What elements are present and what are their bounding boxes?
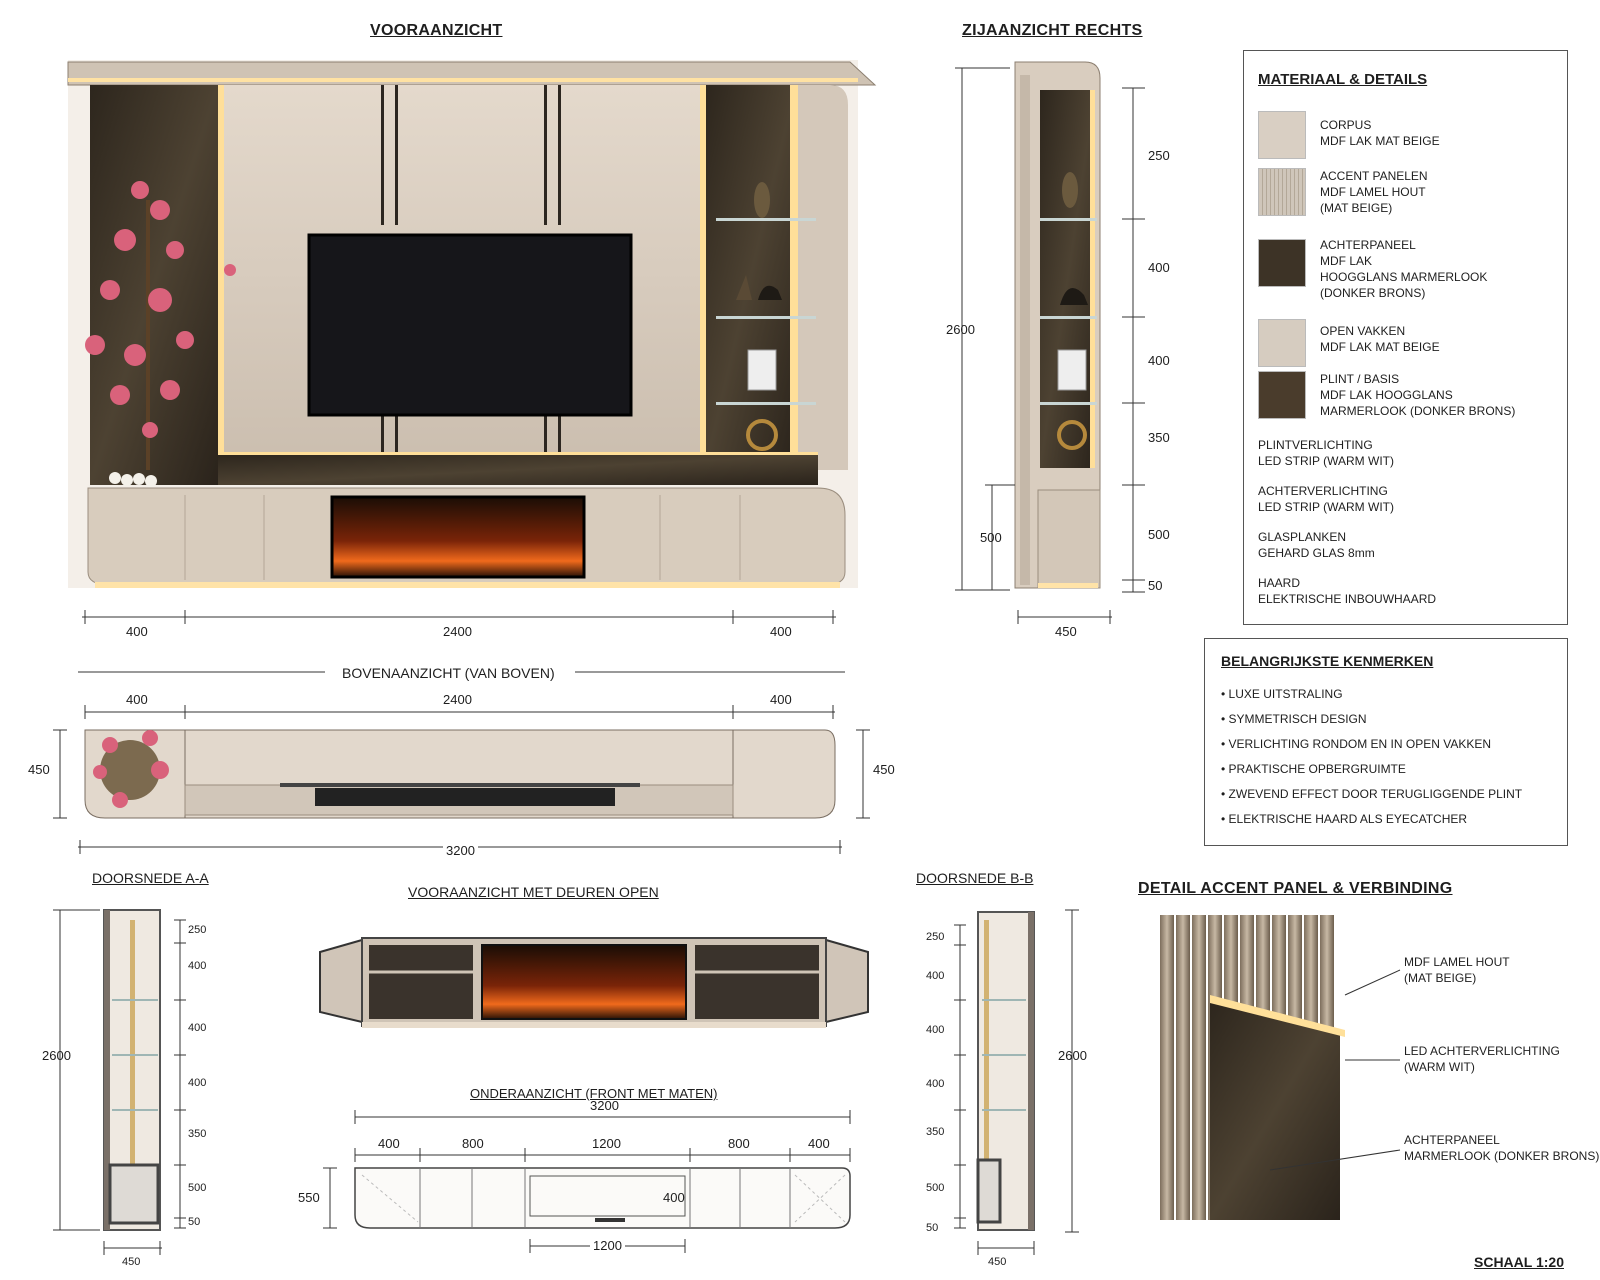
doors-open-title: VOORAANZICHT MET DEUREN OPEN [408,884,659,900]
side-dim-height: 2600 [946,322,975,337]
section-a-seg: 350 [188,1128,207,1140]
side-dim-depth: 450 [1055,624,1077,639]
top-dim-right: 400 [770,692,792,707]
top-dim-left: 400 [126,692,148,707]
fireplace [330,495,586,579]
top-view-title: BOVENAANZICHT (VAN BOVEN) [338,665,559,681]
side-dim-seg: 250 [1148,148,1170,163]
bottom-dim-inner: 400 [663,1190,685,1205]
top-dim-center: 2400 [443,692,472,707]
front-view-drawing [67,60,877,588]
section-a-seg: 400 [188,1077,207,1089]
detail-title: DETAIL ACCENT PANEL & VERBINDING [1138,880,1453,897]
side-dim-seg: 500 [1148,527,1170,542]
front-view-title: VOORAANZICHT [370,22,503,39]
material-back-panel: ACHTERPANEEL MDF LAK HOOGGLANS MARMERLOO… [1320,238,1488,300]
section-a-drawing [53,909,186,1255]
material-open-shelves: OPEN VAKKEN MDF LAK MAT BEIGE [1320,324,1440,354]
material-accent: ACCENT PANELEN MDF LAMEL HOUT (MAT BEIGE… [1320,169,1428,215]
bottom-view-title: ONDERAANZICHT (FRONT MET MATEN) [470,1086,718,1101]
bottom-dim-seg: 800 [728,1136,750,1151]
extra-glass-shelves: GLASPLANKEN GEHARD GLAS 8mm [1258,530,1375,560]
section-b-seg: 400 [926,1078,945,1090]
features-panel: BELANGRIJKSTE KENMERKEN • LUXE UITSTRALI… [1204,638,1568,846]
bottom-dim-seg: 400 [378,1136,400,1151]
section-b-seg: 400 [926,970,945,982]
detail-drawing [1160,915,1401,1220]
section-a-seg: 400 [188,960,207,972]
feature-item: • ZWEVEND EFFECT DOOR TERUGLIGGENDE PLIN… [1221,787,1523,801]
section-b-title: DOORSNEDE B-B [916,870,1034,886]
side-view-drawing [1014,61,1101,589]
section-b-height: 2600 [1058,1048,1087,1063]
bottom-dim-total: 3200 [590,1098,619,1113]
extra-fireplace: HAARD ELEKTRISCHE INBOUWHAARD [1258,576,1437,606]
section-b-seg: 350 [926,1126,945,1138]
side-view-title: ZIJAANZICHT RECHTS [962,22,1143,39]
front-dim-right: 400 [770,624,792,639]
side-dim-seg: 50 [1148,578,1163,593]
side-dim-seg: 400 [1148,353,1170,368]
section-a-depth: 450 [122,1256,141,1268]
section-a-height: 2600 [42,1048,71,1063]
side-dim-seg: 350 [1148,430,1170,445]
section-b-seg: 50 [926,1222,939,1234]
section-a-title: DOORSNEDE A-A [92,870,209,886]
bottom-dim-seg: 800 [462,1136,484,1151]
bottom-dim-height: 550 [298,1190,320,1205]
feature-item: • ELEKTRISCHE HAARD ALS EYECATCHER [1221,812,1468,826]
features-title: BELANGRIJKSTE KENMERKEN [1221,653,1434,669]
feature-item: • PRAKTISCHE OPBERGRUIMTE [1221,762,1406,776]
section-b-drawing [954,909,1079,1255]
section-a-seg: 500 [188,1182,207,1194]
callout-back-panel: ACHTERPANEEL MARMERLOOK (DONKER BRONS) [1404,1133,1600,1163]
swatch-corpus [1258,111,1306,159]
swatch-back-panel [1258,239,1306,287]
extra-plinth-led: PLINTVERLICHTING LED STRIP (WARM WIT) [1258,438,1394,468]
section-a-seg: 250 [188,924,207,936]
feature-item: • VERLICHTING RONDOM EN IN OPEN VAKKEN [1221,737,1492,751]
tv-screen [307,233,633,417]
extra-back-led: ACHTERVERLICHTING LED STRIP (WARM WIT) [1258,484,1394,514]
feature-item: • LUXE UITSTRALING [1221,687,1343,701]
callout-led: LED ACHTERVERLICHTING (WARM WIT) [1404,1044,1560,1074]
scale-label: SCHAAL 1:20 [1474,1254,1564,1270]
top-dim-total: 3200 [443,843,478,858]
section-b-seg: 250 [926,931,945,943]
swatch-plinth [1258,371,1306,419]
top-dim-depth-right: 450 [873,762,895,777]
bottom-dim-bottom: 1200 [590,1238,625,1253]
materials-title: MATERIAAL & DETAILS [1258,71,1428,88]
side-dim-seg: 400 [1148,260,1170,275]
materials-panel: MATERIAAL & DETAILS CORPUS MDF LAK MAT B… [1243,50,1568,625]
top-dim-depth-left: 450 [28,762,50,777]
material-plinth: PLINT / BASIS MDF LAK HOOGGLANS MARMERLO… [1320,372,1516,418]
bottom-dim-seg: 400 [808,1136,830,1151]
section-a-seg: 400 [188,1022,207,1034]
front-dim-center: 2400 [443,624,472,639]
section-b-seg: 400 [926,1024,945,1036]
right-marble-niche [706,85,796,465]
bottom-dim-seg: 1200 [592,1136,621,1151]
section-a-seg: 50 [188,1216,201,1228]
front-dimension-lines [82,610,836,624]
front-dim-left: 400 [126,624,148,639]
bottom-view-drawing [323,1110,851,1253]
section-b-seg: 500 [926,1182,945,1194]
swatch-accent [1258,168,1306,216]
side-dim-base: 500 [980,530,1002,545]
section-b-depth: 450 [988,1256,1007,1268]
side-dimension-lines [955,67,1145,624]
doors-open-drawing [319,937,869,1028]
top-view-drawing [53,671,870,854]
material-corpus: CORPUS MDF LAK MAT BEIGE [1320,118,1440,148]
feature-item: • SYMMETRISCH DESIGN [1221,712,1367,726]
swatch-open-shelves [1258,319,1306,367]
callout-lamel: MDF LAMEL HOUT (MAT BEIGE) [1404,955,1510,985]
